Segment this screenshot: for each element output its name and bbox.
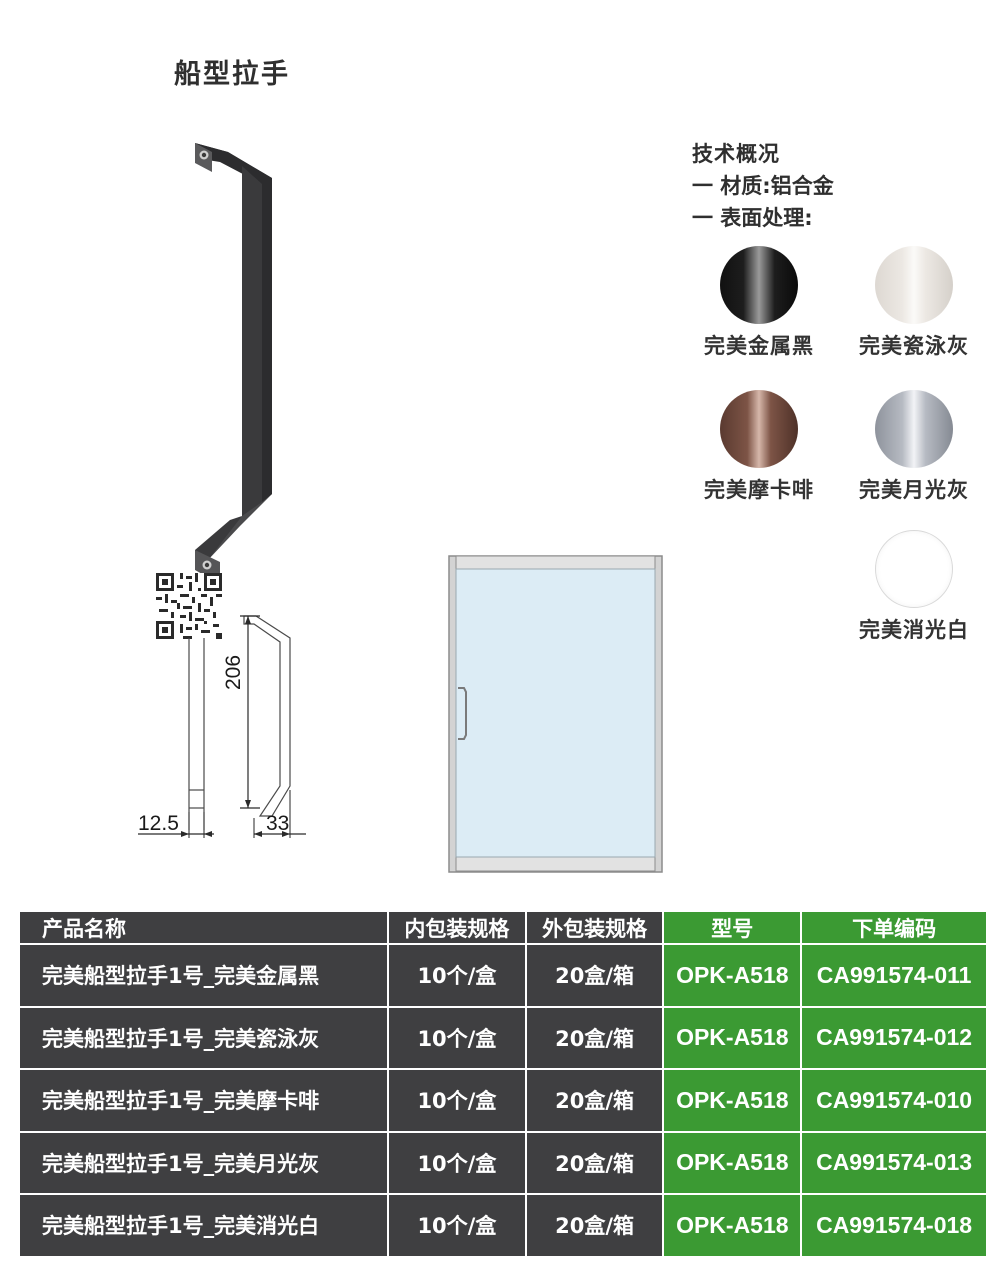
header-outer-pack: 外包装规格	[524, 910, 665, 945]
cell-order-code: CA991574-018	[800, 1193, 988, 1258]
cell-order-code: CA991574-011	[800, 943, 988, 1008]
header-model: 型号	[662, 910, 803, 945]
finish-label: 完美摩卡啡	[704, 478, 814, 502]
cell-product-name: 完美船型拉手1号_完美消光白	[17, 1193, 390, 1258]
dimension-thickness: 12.5	[138, 812, 179, 835]
finish-swatch-black: 完美金属黑	[684, 246, 834, 360]
cell-product-name: 完美船型拉手1号_完美金属黑	[17, 943, 390, 1008]
handle-product-image	[195, 143, 272, 584]
table-row: 完美船型拉手1号_完美瓷泳灰 10个/盒 20盒/箱 OPK-A518 CA99…	[17, 1005, 988, 1070]
finish-label: 完美金属黑	[704, 334, 814, 358]
cell-model: OPK-A518	[662, 1193, 803, 1258]
finish-label: 完美月光灰	[859, 478, 969, 502]
header-inner-pack: 内包装规格	[387, 910, 527, 945]
cell-model: OPK-A518	[662, 1068, 803, 1133]
cell-order-code: CA991574-012	[800, 1005, 988, 1070]
spec-material: 一 材质:铝合金	[692, 174, 834, 198]
cell-inner-pack: 10个/盒	[387, 1193, 527, 1258]
finish-swatch-white: 完美消光白	[839, 530, 989, 644]
cell-outer-pack: 20盒/箱	[524, 1068, 665, 1133]
finish-swatch-grey: 完美瓷泳灰	[839, 246, 989, 360]
spec-panel: 技术概况 一 材质:铝合金 一 表面处理:	[692, 138, 834, 234]
cell-product-name: 完美船型拉手1号_完美摩卡啡	[17, 1068, 390, 1133]
spec-heading: 技术概况	[692, 142, 780, 166]
table-row: 完美船型拉手1号_完美摩卡啡 10个/盒 20盒/箱 OPK-A518 CA99…	[17, 1068, 988, 1133]
table-row: 完美船型拉手1号_完美月光灰 10个/盒 20盒/箱 OPK-A518 CA99…	[17, 1130, 988, 1195]
finish-swatch-moonlight: 完美月光灰	[839, 390, 989, 504]
finish-label: 完美消光白	[859, 618, 969, 642]
finish-color-circle	[875, 530, 953, 608]
door-application-diagram	[448, 555, 663, 873]
finish-swatch-mocha: 完美摩卡啡	[684, 390, 834, 504]
cell-order-code: CA991574-010	[800, 1068, 988, 1133]
header-product-name: 产品名称	[17, 910, 390, 945]
technical-drawing	[138, 615, 306, 838]
cell-product-name: 完美船型拉手1号_完美瓷泳灰	[17, 1005, 390, 1070]
dimension-depth: 33	[266, 812, 290, 835]
cell-model: OPK-A518	[662, 1130, 803, 1195]
page-title: 船型拉手	[174, 59, 290, 90]
table-header-row: 产品名称 内包装规格 外包装规格 型号 下单编码	[17, 910, 988, 945]
product-table: 产品名称 内包装规格 外包装规格 型号 下单编码 完美船型拉手1号_完美金属黑 …	[17, 910, 988, 1258]
spec-surface: 一 表面处理:	[692, 206, 813, 230]
header-order-code: 下单编码	[800, 910, 988, 945]
cell-outer-pack: 20盒/箱	[524, 1193, 665, 1258]
finish-color-circle	[720, 246, 798, 324]
cell-inner-pack: 10个/盒	[387, 1005, 527, 1070]
table-row: 完美船型拉手1号_完美消光白 10个/盒 20盒/箱 OPK-A518 CA99…	[17, 1193, 988, 1258]
cell-model: OPK-A518	[662, 1005, 803, 1070]
cell-inner-pack: 10个/盒	[387, 943, 527, 1008]
cell-order-code: CA991574-013	[800, 1130, 988, 1195]
cell-outer-pack: 20盒/箱	[524, 1005, 665, 1070]
cell-product-name: 完美船型拉手1号_完美月光灰	[17, 1130, 390, 1195]
finish-color-circle	[720, 390, 798, 468]
dimension-length: 206	[222, 654, 245, 690]
cell-outer-pack: 20盒/箱	[524, 1130, 665, 1195]
table-row: 完美船型拉手1号_完美金属黑 10个/盒 20盒/箱 OPK-A518 CA99…	[17, 943, 988, 1008]
cell-inner-pack: 10个/盒	[387, 1068, 527, 1133]
cell-outer-pack: 20盒/箱	[524, 943, 665, 1008]
qr-code-image	[156, 573, 222, 639]
finish-color-circle	[875, 246, 953, 324]
cell-model: OPK-A518	[662, 943, 803, 1008]
finish-label: 完美瓷泳灰	[859, 334, 969, 358]
cell-inner-pack: 10个/盒	[387, 1130, 527, 1195]
finish-color-circle	[875, 390, 953, 468]
